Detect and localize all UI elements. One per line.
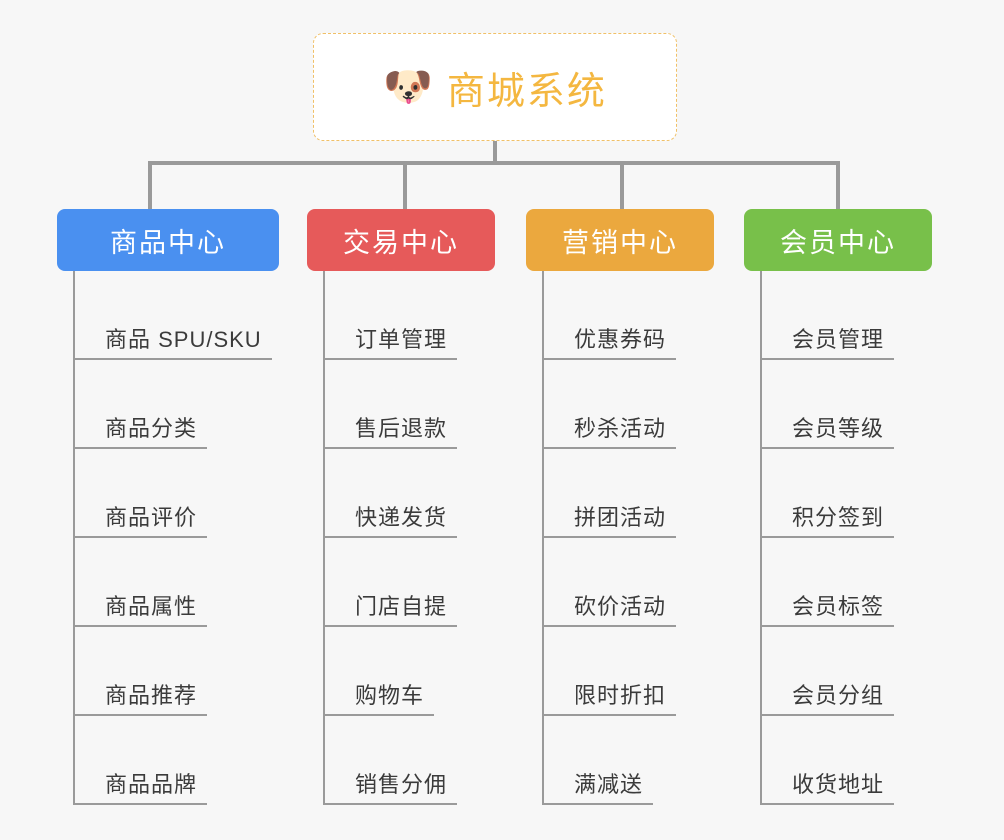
leaf-label: 满减送: [574, 772, 644, 797]
leaf-label: 会员管理: [792, 327, 885, 352]
list-item[interactable]: 订单管理: [325, 271, 495, 360]
leaf-label: 商品品牌: [105, 772, 198, 797]
leaf-label: 门店自提: [355, 594, 448, 619]
leaf-label: 购物车: [355, 683, 425, 708]
leaf-underline: [762, 714, 894, 716]
connector-horizontal-bus: [148, 161, 840, 165]
list-item[interactable]: 收货地址: [762, 716, 932, 805]
leaf-label: 砍价活动: [574, 594, 667, 619]
list-item[interactable]: 会员分组: [762, 627, 932, 716]
leaf-underline: [762, 536, 894, 538]
category-label-2: 交易中心: [343, 227, 459, 258]
leaf-label: 售后退款: [355, 416, 448, 441]
list-item[interactable]: 满减送: [544, 716, 714, 805]
leaf-underline: [75, 447, 207, 449]
leaf-label: 快递发货: [355, 505, 448, 530]
list-item[interactable]: 购物车: [325, 627, 495, 716]
list-item[interactable]: 商品分类: [75, 360, 279, 449]
connector-drop-category-1: [148, 161, 152, 209]
leaf-underline: [762, 358, 894, 360]
leaf-underline: [325, 714, 434, 716]
list-item[interactable]: 商品推荐: [75, 627, 279, 716]
list-item[interactable]: 会员标签: [762, 538, 932, 627]
list-item[interactable]: 秒杀活动: [544, 360, 714, 449]
leaf-list-2: 订单管理 售后退款 快递发货 门店自提 购物车 销售分佣: [323, 271, 495, 805]
leaf-list-3: 优惠券码 秒杀活动 拼团活动 砍价活动 限时折扣 满减送: [542, 271, 714, 805]
leaf-list-1: 商品 SPU/SKU 商品分类 商品评价 商品属性 商品推荐 商品品牌: [73, 271, 279, 805]
leaf-underline: [325, 358, 457, 360]
leaf-underline: [75, 536, 207, 538]
leaf-label: 订单管理: [355, 327, 448, 352]
leaf-underline: [762, 625, 894, 627]
list-item[interactable]: 会员等级: [762, 360, 932, 449]
list-item[interactable]: 商品 SPU/SKU: [75, 271, 279, 360]
list-item[interactable]: 限时折扣: [544, 627, 714, 716]
leaf-label: 收货地址: [792, 772, 885, 797]
shiba-dog-face-icon: 🐶: [383, 65, 433, 109]
connector-root-stem: [493, 141, 497, 163]
leaf-label: 商品评价: [105, 505, 198, 530]
list-item[interactable]: 商品品牌: [75, 716, 279, 805]
leaf-underline: [325, 803, 457, 805]
leaf-label: 优惠券码: [574, 327, 667, 352]
branch-column-3: 营销中心 优惠券码 秒杀活动 拼团活动 砍价活动 限时折扣: [526, 209, 714, 805]
leaf-label: 商品分类: [105, 416, 198, 441]
list-item[interactable]: 砍价活动: [544, 538, 714, 627]
leaf-label: 限时折扣: [574, 683, 667, 708]
leaf-underline: [325, 536, 457, 538]
leaf-label: 商品属性: [105, 594, 198, 619]
leaf-underline: [762, 803, 894, 805]
leaf-label: 拼团活动: [574, 505, 667, 530]
leaf-underline: [544, 447, 676, 449]
category-header-1[interactable]: 商品中心: [57, 209, 279, 271]
leaf-underline: [544, 625, 676, 627]
leaf-underline: [762, 447, 894, 449]
category-label-1: 商品中心: [110, 227, 226, 258]
branch-column-4: 会员中心 会员管理 会员等级 积分签到 会员标签 会员分组: [744, 209, 932, 805]
leaf-underline: [544, 536, 676, 538]
list-item[interactable]: 会员管理: [762, 271, 932, 360]
leaf-underline: [75, 714, 207, 716]
leaf-list-4: 会员管理 会员等级 积分签到 会员标签 会员分组 收货地址: [760, 271, 932, 805]
branch-column-2: 交易中心 订单管理 售后退款 快递发货 门店自提 购物车: [307, 209, 495, 805]
connector-drop-category-2: [403, 161, 407, 209]
leaf-label: 商品推荐: [105, 683, 198, 708]
leaf-label: 商品 SPU/SKU: [105, 327, 262, 352]
list-item[interactable]: 商品评价: [75, 449, 279, 538]
list-item[interactable]: 门店自提: [325, 538, 495, 627]
root-node[interactable]: 🐶 商城系统: [313, 33, 677, 141]
list-item[interactable]: 售后退款: [325, 360, 495, 449]
leaf-label: 会员分组: [792, 683, 885, 708]
category-header-4[interactable]: 会员中心: [744, 209, 932, 271]
root-node-title: 商城系统: [446, 70, 607, 113]
leaf-label: 会员等级: [792, 416, 885, 441]
list-item[interactable]: 销售分佣: [325, 716, 495, 805]
category-label-4: 会员中心: [780, 227, 896, 258]
leaf-label: 积分签到: [792, 505, 885, 530]
category-header-2[interactable]: 交易中心: [307, 209, 495, 271]
leaf-underline: [544, 358, 676, 360]
category-header-3[interactable]: 营销中心: [526, 209, 714, 271]
list-item[interactable]: 积分签到: [762, 449, 932, 538]
list-item[interactable]: 快递发货: [325, 449, 495, 538]
leaf-underline: [544, 714, 676, 716]
connector-drop-category-3: [620, 161, 624, 209]
list-item[interactable]: 拼团活动: [544, 449, 714, 538]
leaf-underline: [325, 625, 457, 627]
leaf-label: 秒杀活动: [574, 416, 667, 441]
leaf-label: 销售分佣: [355, 772, 448, 797]
connector-drop-category-4: [836, 161, 840, 209]
list-item[interactable]: 优惠券码: [544, 271, 714, 360]
leaf-underline: [544, 803, 653, 805]
leaf-underline: [325, 447, 457, 449]
category-label-3: 营销中心: [562, 227, 678, 258]
list-item[interactable]: 商品属性: [75, 538, 279, 627]
leaf-underline: [75, 625, 207, 627]
branch-column-1: 商品中心 商品 SPU/SKU 商品分类 商品评价 商品属性 商品推荐: [57, 209, 279, 805]
leaf-underline: [75, 803, 207, 805]
leaf-label: 会员标签: [792, 594, 885, 619]
leaf-underline: [75, 358, 272, 360]
